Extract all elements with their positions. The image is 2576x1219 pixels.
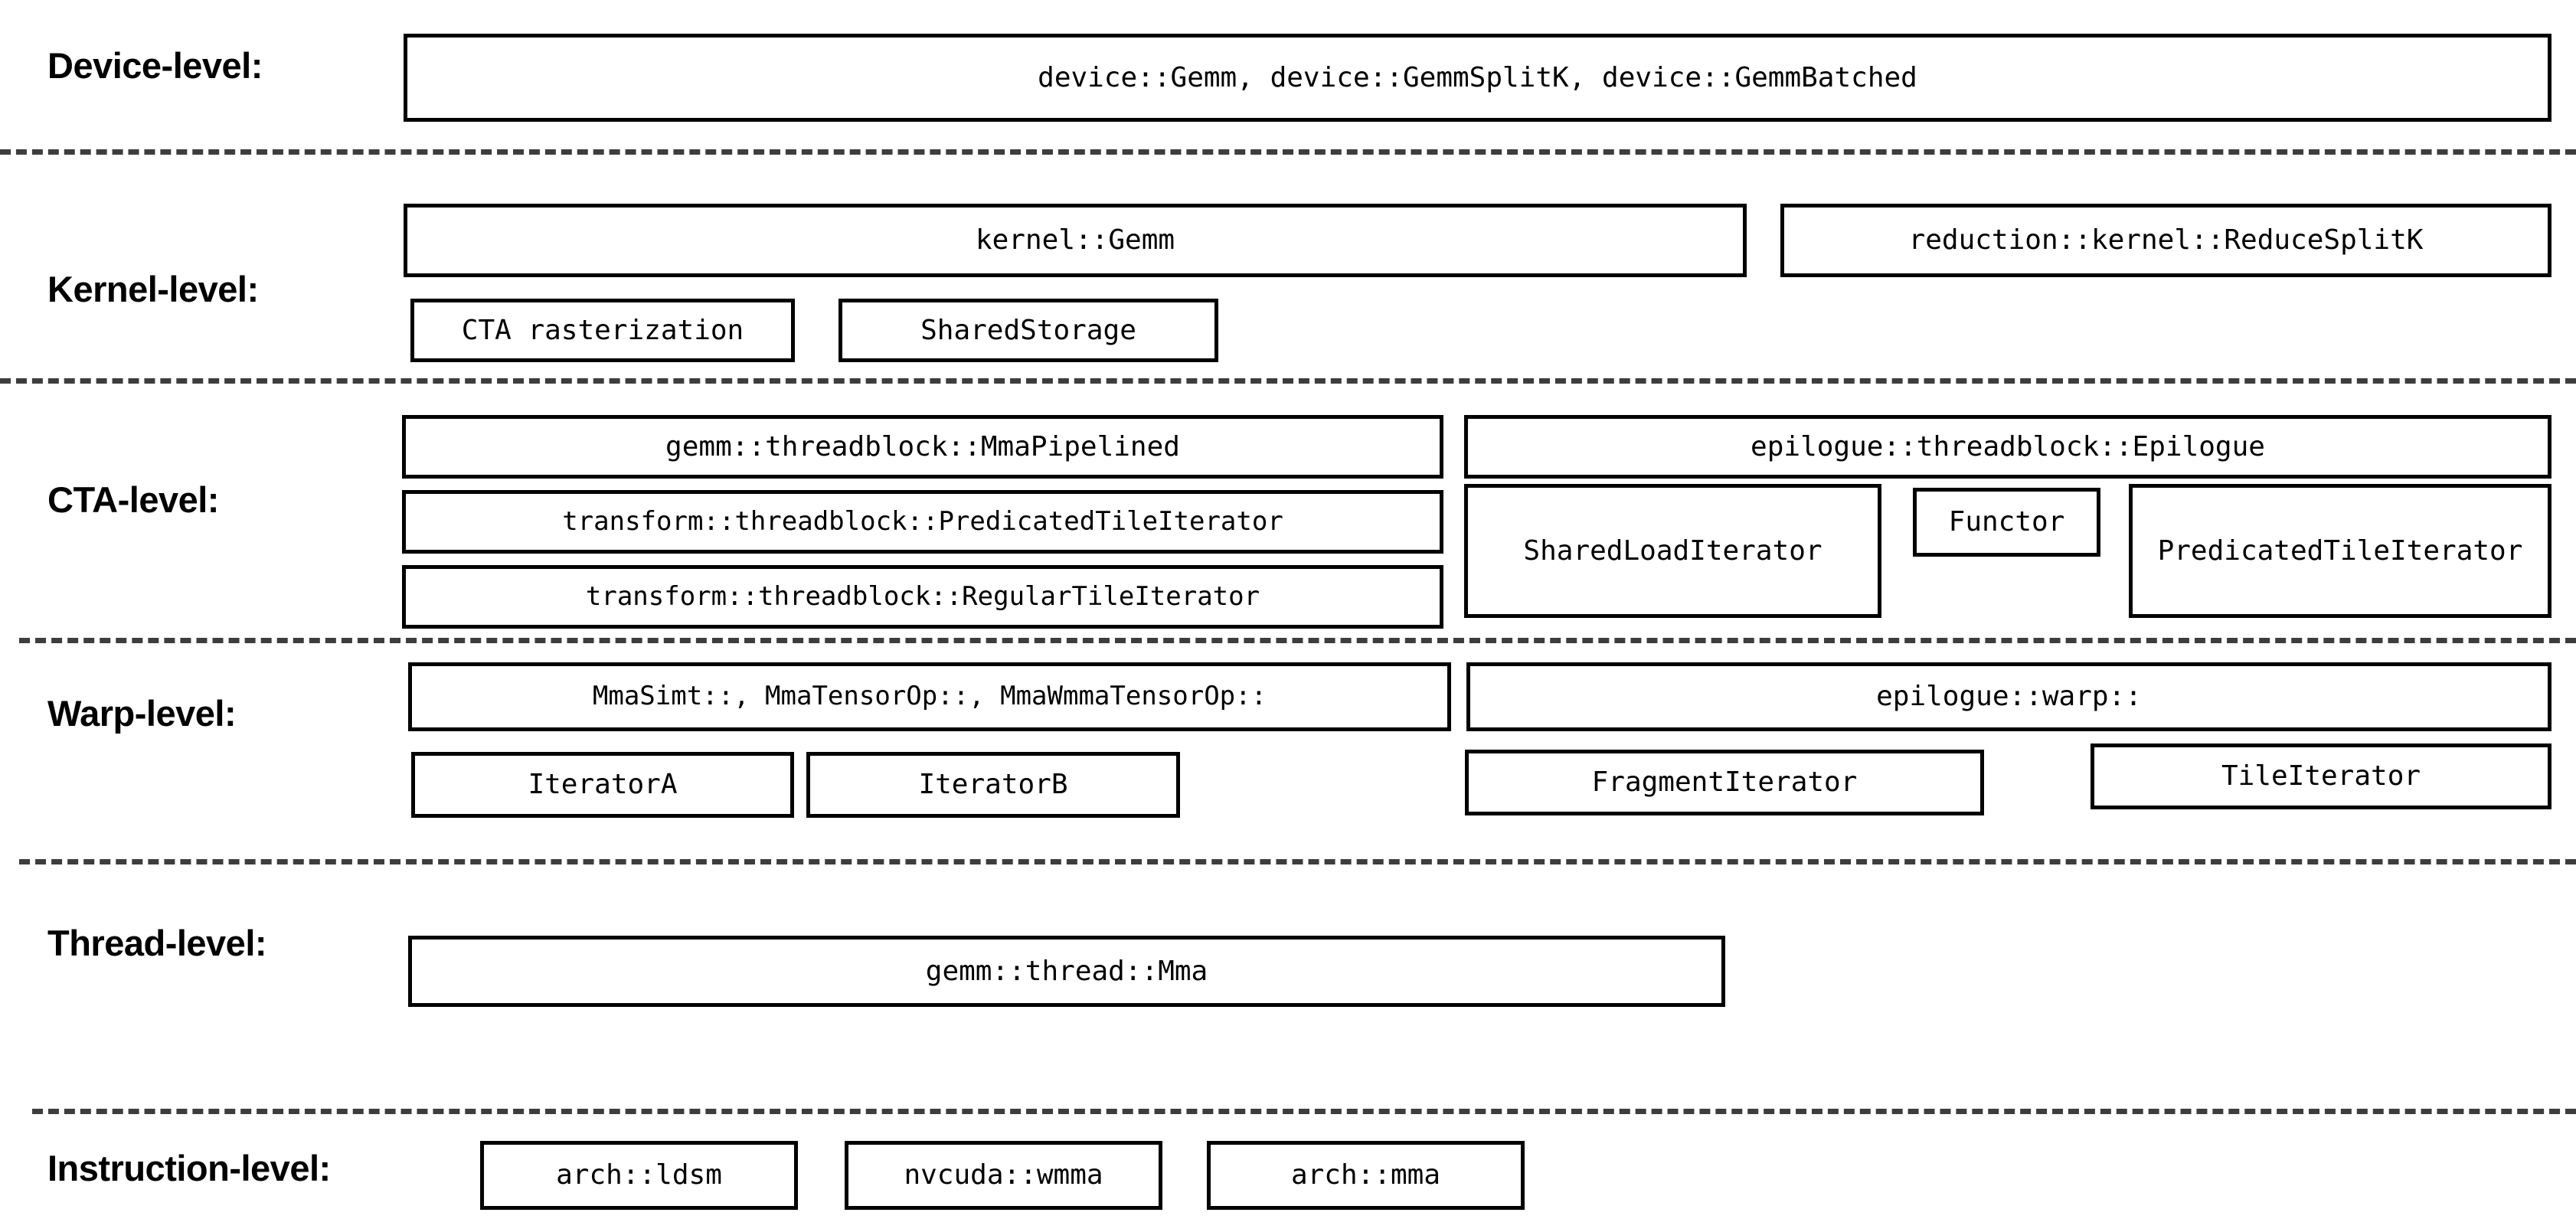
box-epilogue-predicated-tile-iterator-label: PredicatedTileIterator bbox=[2157, 534, 2523, 567]
box-iterator-b[interactable]: IteratorB bbox=[806, 752, 1180, 818]
level-label-device: Device-level: bbox=[47, 45, 263, 86]
box-tile-iterator-label: TileIterator bbox=[2221, 760, 2421, 793]
box-arch-ldsm[interactable]: arch::ldsm bbox=[480, 1141, 798, 1210]
level-label-instruction: Instruction-level: bbox=[47, 1148, 331, 1188]
box-epilogue-threadblock-epilogue[interactable]: epilogue::threadblock::Epilogue bbox=[1464, 415, 2551, 479]
box-shared-load-iterator-label: SharedLoadIterator bbox=[1523, 534, 1822, 567]
box-fragment-iterator-label: FragmentIterator bbox=[1591, 766, 1858, 799]
box-fragment-iterator[interactable]: FragmentIterator bbox=[1465, 750, 1984, 815]
box-transform-regular-tile-iterator-label: transform::threadblock::RegularTileItera… bbox=[585, 580, 1260, 612]
box-arch-mma-label: arch::mma bbox=[1290, 1159, 1441, 1191]
box-functor-label: Functor bbox=[1948, 506, 2065, 538]
box-device-gemm-label: device::Gemm, device::GemmSplitK, device… bbox=[1038, 61, 1917, 93]
box-arch-mma[interactable]: arch::mma bbox=[1207, 1141, 1525, 1210]
box-transform-predicated-tile-iterator-label: transform::threadblock::PredicatedTileIt… bbox=[562, 505, 1283, 537]
box-kernel-gemm[interactable]: kernel::Gemm bbox=[404, 204, 1747, 277]
box-reduction-reduce-splitk-label: reduction::kernel::ReduceSplitK bbox=[1908, 224, 2424, 257]
box-arch-ldsm-label: arch::ldsm bbox=[556, 1159, 722, 1191]
separator-device-kernel bbox=[0, 149, 2576, 155]
box-warp-mma-ops[interactable]: MmaSimt::, MmaTensorOp::, MmaWmmaTensorO… bbox=[408, 662, 1451, 731]
box-kernel-gemm-label: kernel::Gemm bbox=[975, 224, 1175, 257]
box-shared-load-iterator[interactable]: SharedLoadIterator bbox=[1464, 484, 1881, 618]
box-shared-storage[interactable]: SharedStorage bbox=[839, 299, 1218, 362]
separator-cta-warp bbox=[19, 638, 2576, 643]
box-cta-rasterization[interactable]: CTA rasterization bbox=[410, 299, 795, 362]
level-label-warp: Warp-level: bbox=[47, 693, 237, 734]
box-epilogue-threadblock-epilogue-label: epilogue::threadblock::Epilogue bbox=[1751, 430, 2265, 462]
level-label-kernel: Kernel-level: bbox=[47, 269, 259, 309]
box-cta-rasterization-label: CTA rasterization bbox=[461, 314, 744, 346]
level-label-cta: CTA-level: bbox=[47, 479, 219, 520]
box-shared-storage-label: SharedStorage bbox=[920, 314, 1136, 346]
separator-kernel-cta bbox=[0, 378, 2576, 384]
box-functor[interactable]: Functor bbox=[1913, 488, 2100, 557]
box-iterator-a-label: IteratorA bbox=[528, 769, 678, 801]
box-transform-predicated-tile-iterator[interactable]: transform::threadblock::PredicatedTileIt… bbox=[402, 490, 1443, 554]
box-gemm-threadblock-mmapipelined[interactable]: gemm::threadblock::MmaPipelined bbox=[402, 415, 1443, 479]
box-tile-iterator[interactable]: TileIterator bbox=[2091, 743, 2551, 809]
box-device-gemm[interactable]: device::Gemm, device::GemmSplitK, device… bbox=[404, 34, 2551, 122]
box-gemm-thread-mma[interactable]: gemm::thread::Mma bbox=[408, 936, 1725, 1007]
box-gemm-threadblock-mmapipelined-label: gemm::threadblock::MmaPipelined bbox=[665, 430, 1180, 462]
box-iterator-b-label: IteratorB bbox=[918, 769, 1068, 801]
box-epilogue-predicated-tile-iterator[interactable]: PredicatedTileIterator bbox=[2129, 484, 2551, 618]
separator-thread-instruction bbox=[32, 1109, 2576, 1114]
box-nvcuda-wmma[interactable]: nvcuda::wmma bbox=[845, 1141, 1162, 1210]
separator-warp-thread bbox=[19, 859, 2576, 864]
box-reduction-reduce-splitk[interactable]: reduction::kernel::ReduceSplitK bbox=[1780, 204, 2551, 277]
box-epilogue-warp-label: epilogue::warp:: bbox=[1876, 681, 2142, 713]
box-transform-regular-tile-iterator[interactable]: transform::threadblock::RegularTileItera… bbox=[402, 565, 1443, 629]
box-epilogue-warp[interactable]: epilogue::warp:: bbox=[1466, 662, 2551, 731]
box-warp-mma-ops-label: MmaSimt::, MmaTensorOp::, MmaWmmaTensorO… bbox=[592, 681, 1267, 712]
box-nvcuda-wmma-label: nvcuda::wmma bbox=[904, 1159, 1103, 1191]
level-label-thread: Thread-level: bbox=[47, 923, 267, 963]
box-gemm-thread-mma-label: gemm::thread::Mma bbox=[925, 955, 1208, 987]
box-iterator-a[interactable]: IteratorA bbox=[411, 752, 794, 818]
